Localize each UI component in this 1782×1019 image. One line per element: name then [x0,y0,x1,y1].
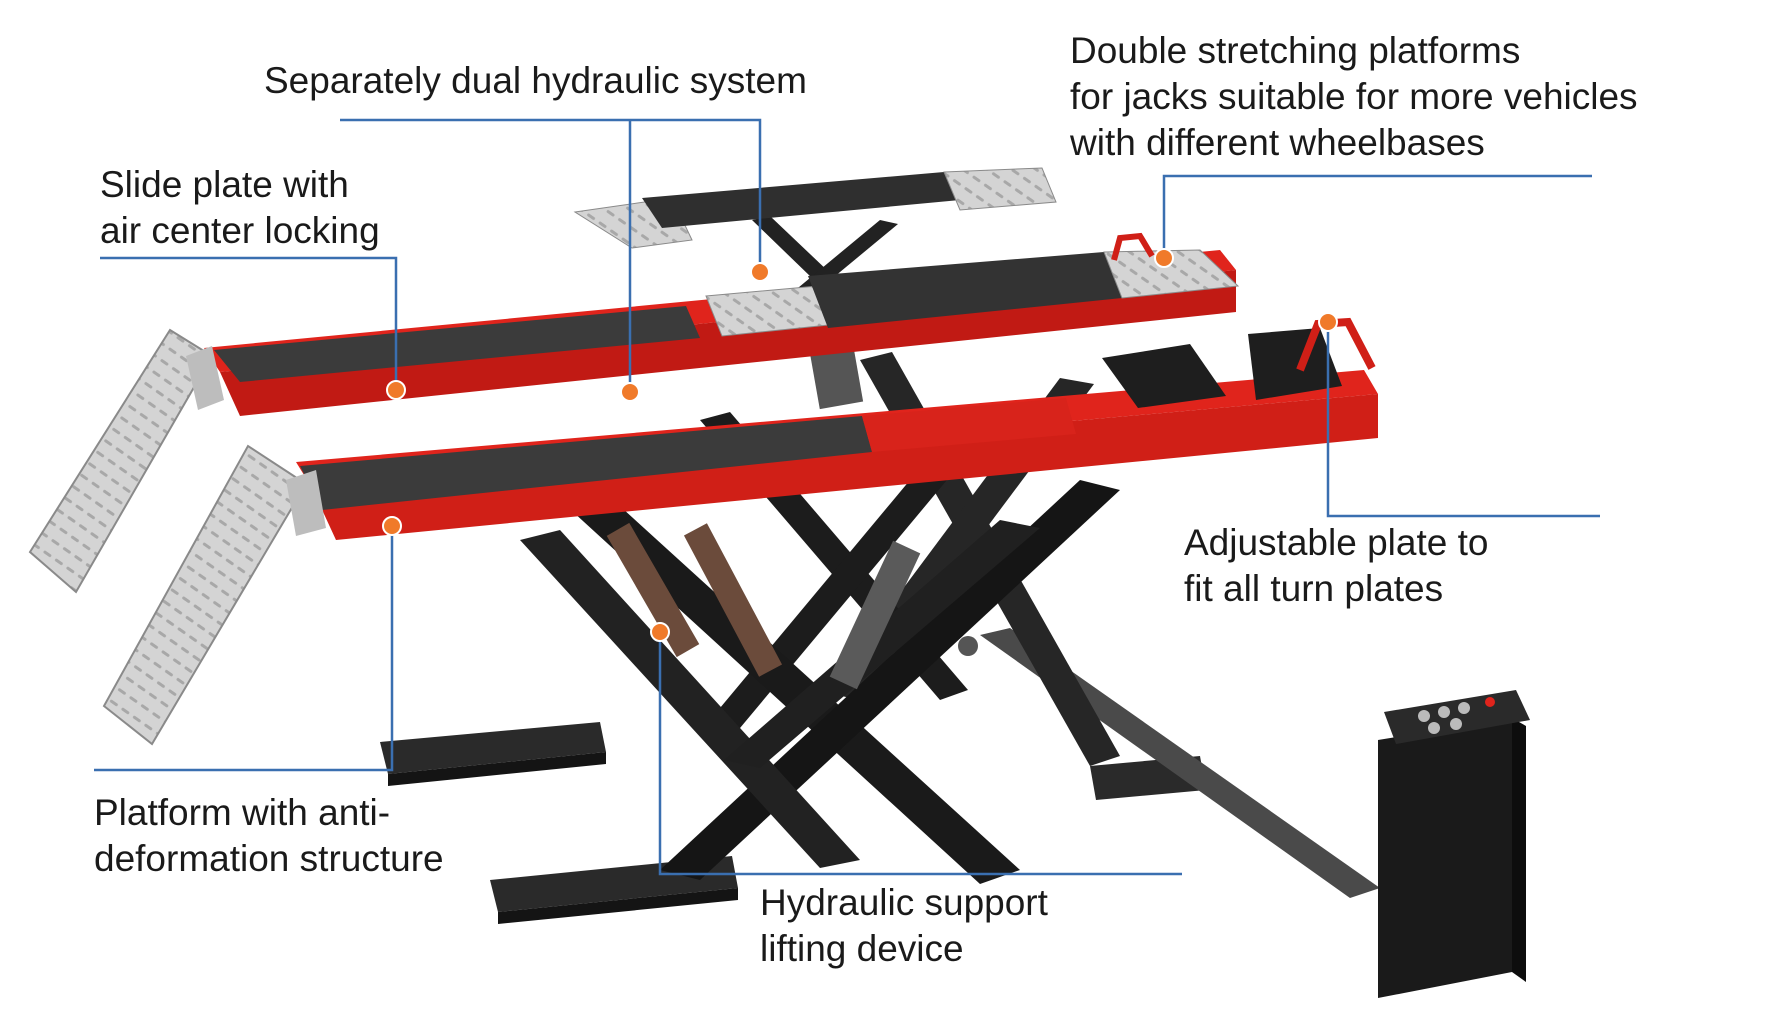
rear-top-platform [573,167,1057,249]
orange-dot-icon [1318,312,1338,332]
markers [382,248,1338,642]
callout-line: Separately dual hydraulic system [264,60,807,101]
left-red-platform [204,249,1240,416]
callout-line: Adjustable plate to [1184,522,1489,563]
callout-line: with different wheelbases [1070,122,1485,163]
orange-dot-icon [386,380,406,400]
front-red-platform [296,232,1378,540]
orange-dot-icon [650,622,670,642]
front-scissor-arms [520,480,1120,884]
leader-hydraulic-system [340,118,762,272]
orange-dot-icon [750,262,770,282]
callout-line: Hydraulic support [760,882,1048,923]
callout-line: air center locking [100,210,380,251]
orange-dot-icon [382,516,402,536]
leader-support-lifting [658,632,1182,876]
callout-line: Platform with anti- [94,792,391,833]
callout-stretching-platforms: Double stretching platforms for jacks su… [1070,28,1638,166]
callout-line: lifting device [760,928,964,969]
leader-platform-structure [94,526,394,772]
callout-slide-plate: Slide plate with air center locking [100,162,380,254]
control-console-icon [1378,690,1530,998]
orange-dot-icon [1154,248,1174,268]
leader-adjustable-plate [1326,322,1600,518]
callout-hydraulic-system: Separately dual hydraulic system [264,58,807,104]
leader-slide-plate [100,256,398,390]
callout-line: deformation structure [94,838,444,879]
callout-platform-structure: Platform with anti- deformation structur… [94,790,444,882]
callout-line: Slide plate with [100,164,349,205]
callout-line: for jacks suitable for more vehicles [1070,76,1638,117]
ramp-rear [28,328,224,594]
callout-line: fit all turn plates [1184,568,1444,609]
callout-adjustable-plate: Adjustable plate to fit all turn plates [1184,520,1488,612]
ramp-front [102,444,326,746]
orange-dot-icon [620,382,640,402]
leader-stretching-platforms [1162,174,1592,258]
leader-lines [94,118,1600,876]
base-plate-left-rear [380,722,606,786]
callout-line: Double stretching platforms [1070,30,1521,71]
callout-support-lifting: Hydraulic support lifting device [760,880,1048,972]
